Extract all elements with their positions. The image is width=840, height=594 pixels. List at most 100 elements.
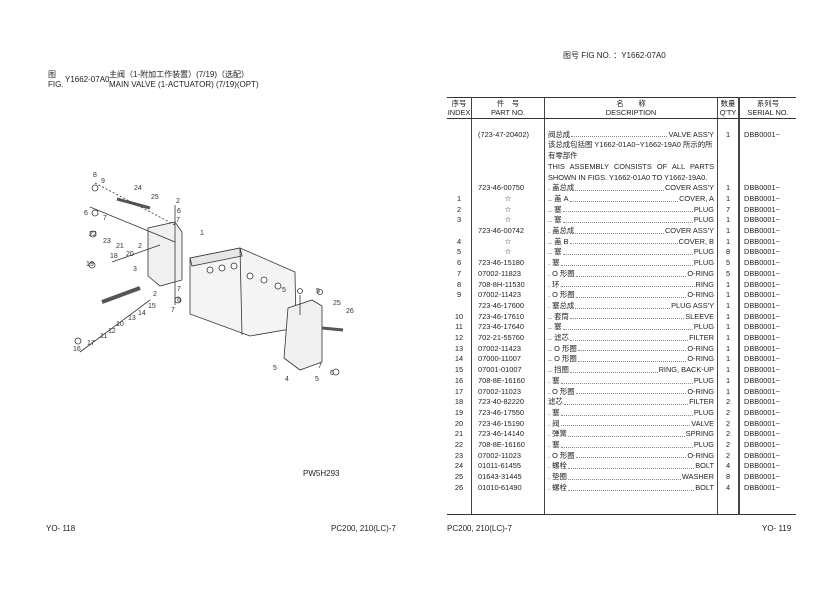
callout-number: 10 — [116, 321, 124, 328]
part-no: 708-8H-11530 — [471, 279, 545, 291]
callout-number: 2 — [153, 291, 157, 298]
desc-en: FILTER — [689, 397, 714, 407]
index: 5 — [456, 247, 462, 257]
index: 18 — [454, 397, 464, 407]
desc-en: RING — [695, 279, 714, 289]
desc-cn: 滤芯 — [548, 397, 563, 407]
part-no: 723-46-17600 — [471, 300, 545, 312]
cover-a — [147, 221, 183, 287]
part-no: 723-46-17610 — [471, 311, 545, 323]
serial-no: DBB0001~ — [738, 440, 796, 451]
index: 24 — [454, 461, 464, 471]
desc-en: COVER ASS'Y — [664, 183, 714, 193]
qty: 1 — [717, 129, 740, 184]
qty: 1 — [717, 300, 740, 312]
desc-cn: . 垫圈 — [548, 472, 567, 482]
callout-number: 25 — [333, 300, 341, 307]
index: 26 — [454, 482, 464, 492]
part-no: 07000-11007 — [471, 354, 545, 366]
qty: 1 — [717, 322, 740, 334]
callout-number: 19 — [86, 261, 94, 268]
callout-number: 5 — [316, 288, 320, 295]
part-no: 723-46-17550 — [471, 407, 545, 419]
serial-no: DBB0001~ — [738, 407, 796, 419]
part-no: 723-46-00742 — [471, 226, 545, 237]
index: 10 — [454, 311, 464, 321]
part-no: 01010-61490 — [471, 482, 545, 494]
figure-title-en: MAIN VALVE (1-ACTUATOR) (7/19)(OPT) — [109, 80, 259, 89]
serial-no: DBB0001~ — [738, 333, 796, 344]
desc-en: O-RING — [687, 343, 714, 353]
part-no: 723-46-15190 — [471, 418, 545, 430]
desc-cn: . O 形圈 — [548, 290, 575, 300]
desc-cn: .. 盖 B — [548, 236, 569, 246]
qty: 2 — [717, 450, 740, 462]
desc-cn: . 弹簧 — [548, 429, 567, 439]
desc-en: SPRING — [685, 429, 714, 439]
serial-no: DBB0001~ — [738, 418, 796, 430]
desc-cn: . 盖总成 — [548, 226, 575, 236]
index — [447, 301, 472, 312]
callout-number: 7 — [177, 286, 181, 293]
callout-number: 20 — [126, 251, 134, 258]
left-page-number: YO- 118 — [46, 524, 76, 533]
part-no: 708-8E-16160 — [471, 440, 545, 451]
callout-number: 1 — [200, 230, 204, 237]
desc-en: PLUG — [693, 375, 714, 385]
callout-number: 25 — [151, 194, 159, 201]
desc-en: O-RING — [687, 290, 714, 300]
callout-number: 7 — [318, 363, 322, 370]
serial-no: DBB0001~ — [738, 322, 796, 334]
qty: 2 — [717, 397, 740, 408]
part-no: 708-8E-16160 — [471, 375, 545, 387]
desc-cn: .. O 形圈 — [548, 354, 577, 364]
desc-cn: .. 塞 — [548, 247, 562, 257]
callout-number: 2 — [176, 198, 180, 205]
cover-b — [283, 299, 323, 371]
callout-number: 26 — [346, 308, 354, 315]
serial-no: DBB0001~ — [738, 247, 796, 259]
serial-no: DBB0001~ — [738, 290, 796, 301]
desc-en: FILTER — [689, 333, 714, 343]
index: 25 — [454, 472, 464, 482]
callout-number: 6 — [84, 210, 88, 217]
desc-cn: . 塞 — [548, 440, 560, 450]
desc-en: PLUG — [693, 204, 714, 214]
serial-no: DBB0001~ — [738, 472, 796, 483]
desc-en: BOLT — [695, 461, 714, 471]
desc-en: COVER, B — [678, 236, 714, 246]
callout-number: 4 — [285, 376, 289, 383]
qty: 1 — [717, 236, 740, 248]
qty: 2 — [717, 429, 740, 441]
desc-en: O-RING — [687, 450, 714, 460]
assembly-note-cn: 该总成包括图 Y1662-01A0~Y1662-19A0 所示的所有零部件 — [548, 140, 713, 161]
desc-en: SLEEVE — [685, 311, 714, 321]
serial-no: DBB0001~ — [738, 236, 796, 248]
callout-number: 6 — [330, 370, 334, 377]
qty: 1 — [717, 290, 740, 301]
serial-no: DBB0001~ — [738, 375, 796, 387]
index: 13 — [454, 343, 464, 353]
serial-no: DBB0001~ — [738, 386, 796, 398]
part-no: 723-46-15180 — [471, 258, 545, 269]
qty: 1 — [717, 311, 740, 323]
part-no: 702-21-55760 — [471, 333, 545, 344]
callout-number: 11 — [100, 333, 108, 340]
index: 8 — [456, 279, 462, 289]
desc-cn: .. 滤芯 — [548, 333, 569, 343]
qty: 1 — [717, 343, 740, 355]
index: 7 — [456, 268, 462, 278]
